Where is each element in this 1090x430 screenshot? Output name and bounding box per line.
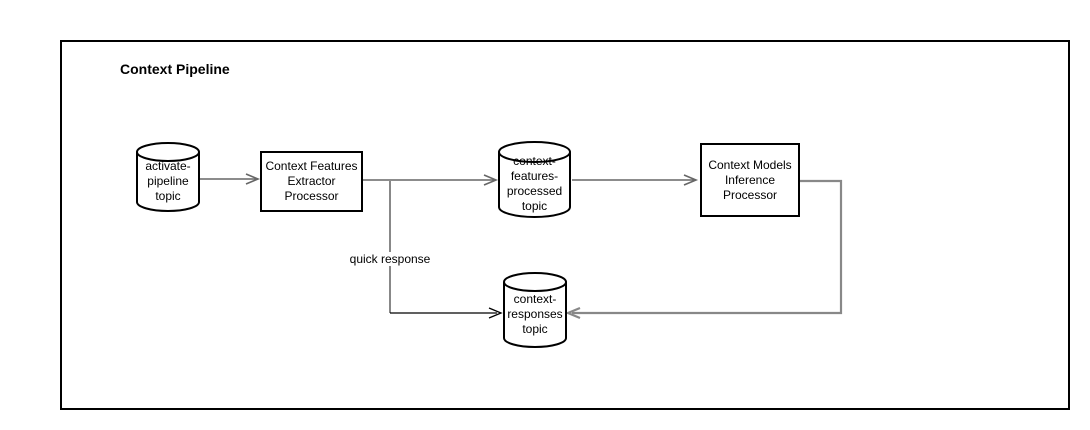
cylinder-icon <box>503 272 567 348</box>
node-label: activate- pipeline topic <box>145 159 191 203</box>
cylinder-icon <box>136 142 200 212</box>
node-context-features-processed-topic[interactable]: context- features- processed topic <box>498 141 571 218</box>
node-context-responses-topic[interactable]: context- responses topic <box>503 272 567 348</box>
node-label: Context Features Extractor Processor <box>265 159 358 203</box>
node-label: Context Models Inference Processor <box>708 157 792 202</box>
diagram-title: Context Pipeline <box>120 61 230 77</box>
node-label: context- responses topic <box>507 292 563 336</box>
node-activate-pipeline-topic[interactable]: activate- pipeline topic <box>136 142 200 212</box>
node-context-models-inference-processor[interactable]: Context Models Inference Processor <box>700 143 800 217</box>
cylinder-icon <box>498 141 571 218</box>
node-context-features-extractor-processor[interactable]: Context Features Extractor Processor <box>260 151 363 212</box>
node-label: context- features- processed topic <box>506 154 563 213</box>
diagram-frame <box>60 40 1070 410</box>
edge-label-quick-response: quick response <box>347 252 433 266</box>
